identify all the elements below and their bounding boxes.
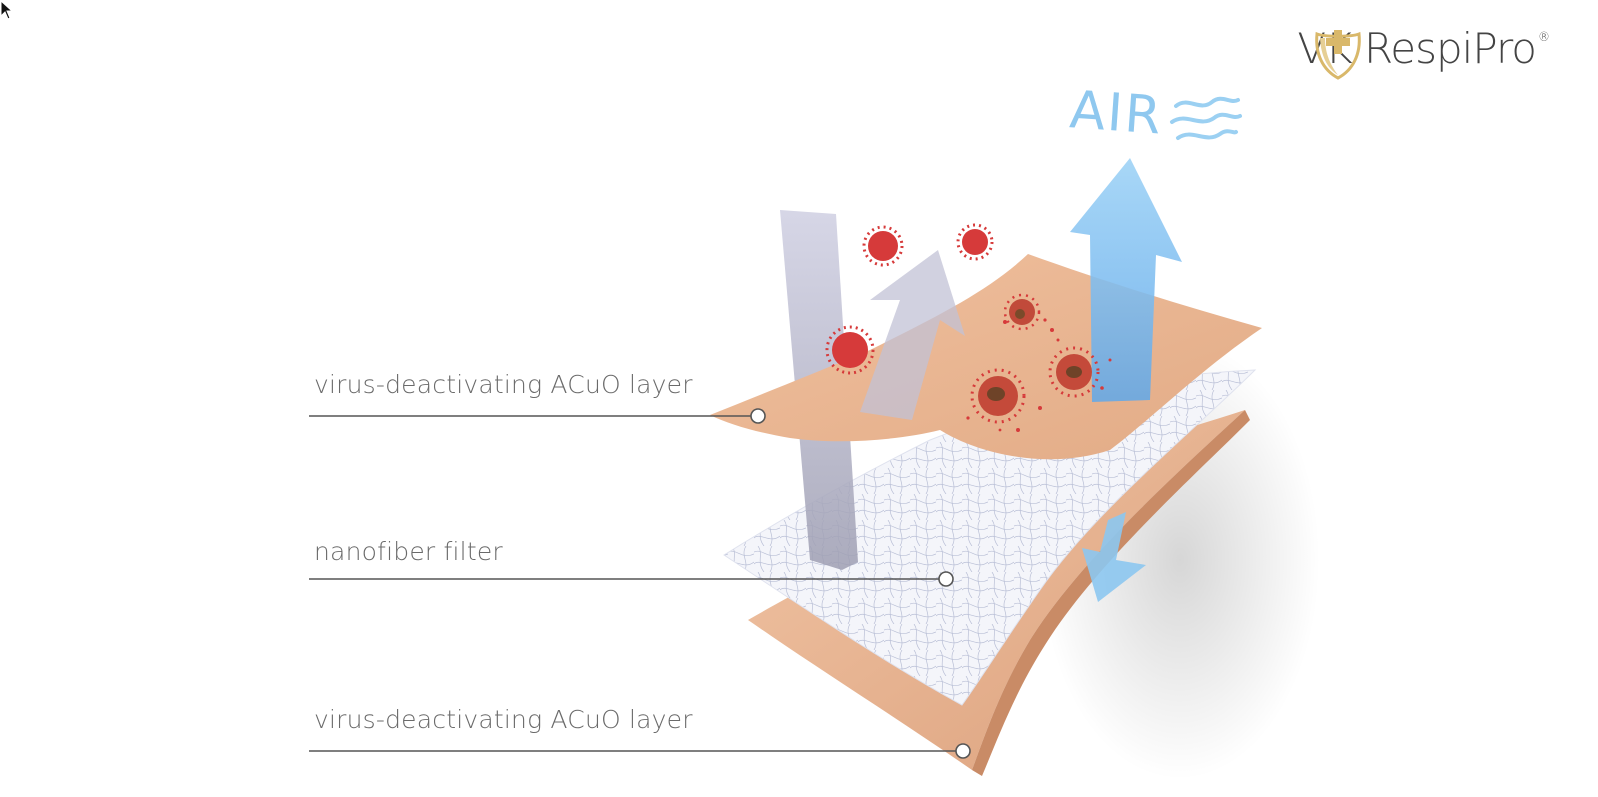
layer-label-top: virus-deactivating ACuO layer: [314, 370, 693, 399]
clean-air-arrow: [1070, 158, 1182, 402]
air-label: AIR: [1068, 80, 1165, 146]
virus-particles: [825, 223, 1112, 432]
virus-icon: [956, 223, 994, 261]
deactivated-virus-icon: [970, 368, 1026, 424]
mouse-cursor-icon: [0, 0, 14, 20]
leader-dot-middle: [938, 571, 954, 587]
deflected-particle-arrow: [860, 250, 965, 420]
nanofiber-filter-layer: [723, 369, 1257, 706]
layer-label-bottom: virus-deactivating ACuO layer: [314, 705, 693, 734]
deactivated-virus-icon: [1048, 346, 1100, 398]
brand-logo: VK Respi Pro ®: [1297, 24, 1550, 80]
leader-dot-top: [750, 408, 766, 424]
air-wave-icon: [1170, 96, 1242, 140]
virus-fragments: [966, 318, 1112, 432]
brand-name-part2: Pro: [1472, 24, 1537, 73]
deactivated-virus-icon: [1003, 293, 1041, 331]
shield-cross-icon: [1315, 30, 1362, 80]
virus-icon: [825, 325, 875, 375]
leader-dot-bottom: [955, 743, 971, 759]
bottom-layer-edge: [972, 410, 1250, 776]
leader-lines: [309, 408, 971, 759]
virus-icon: [862, 225, 904, 267]
registered-mark: ®: [1538, 30, 1550, 44]
air-exit-arrow: [1082, 512, 1146, 602]
brand-name-part1: VK Respi: [1297, 24, 1473, 73]
layer-label-middle: nanofiber filter: [314, 537, 503, 566]
